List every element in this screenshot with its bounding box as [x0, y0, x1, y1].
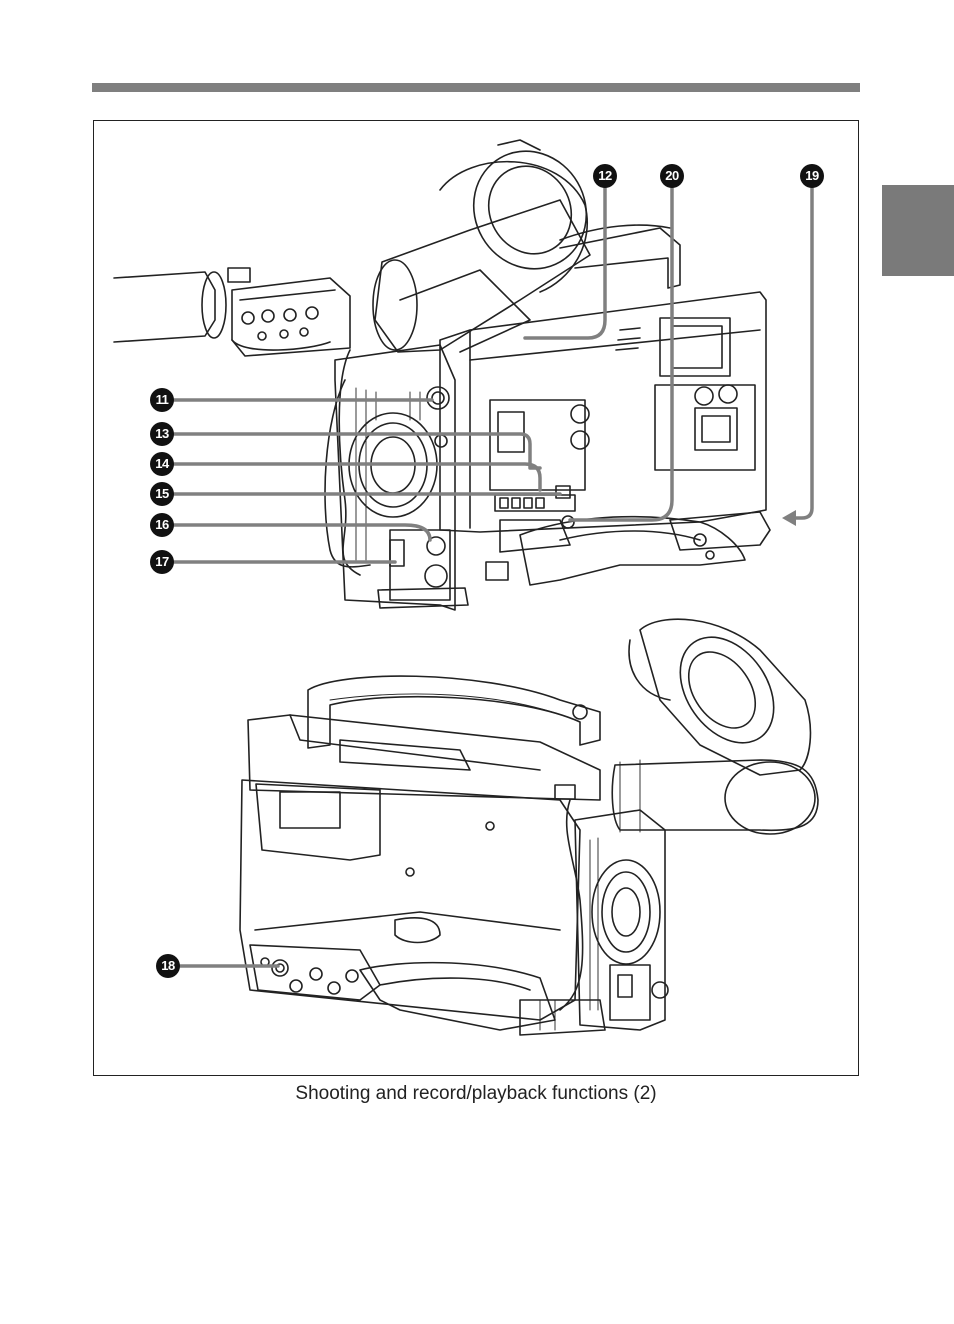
callout-13: 13 — [150, 422, 174, 446]
arrow-19-head — [782, 510, 796, 526]
callout-18: 18 — [156, 954, 180, 978]
bottom-camera-drawing — [239, 618, 819, 1036]
callout-16: 16 — [150, 513, 174, 537]
header-rule — [92, 83, 860, 92]
figure-caption: Shooting and record/playback functions (… — [295, 1083, 657, 1104]
figure-frame — [93, 120, 859, 1076]
top-camera-drawing — [113, 139, 771, 611]
callout-19: 19 — [800, 164, 824, 188]
leader-lines — [172, 186, 814, 968]
callout-15: 15 — [150, 482, 174, 506]
callout-17: 17 — [150, 550, 174, 574]
callout-14: 14 — [150, 452, 174, 476]
callout-20: 20 — [660, 164, 684, 188]
callout-11: 11 — [150, 388, 174, 412]
section-tab — [882, 185, 954, 276]
callout-12: 12 — [593, 164, 617, 188]
